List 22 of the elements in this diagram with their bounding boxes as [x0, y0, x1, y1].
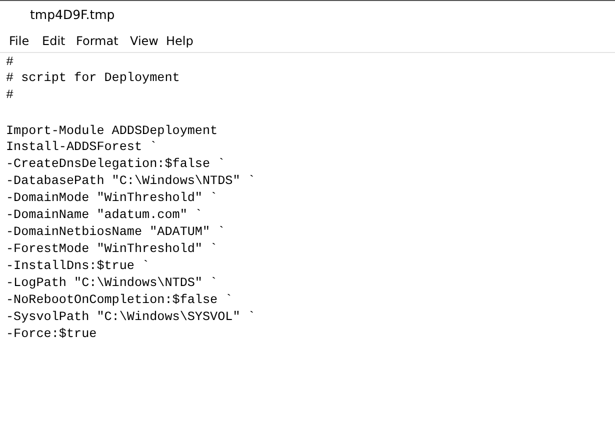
code-line: Import-Module ADDSDeployment	[6, 124, 218, 139]
menu-item: Help	[166, 34, 194, 48]
code-line: -CreateDnsDelegation:$false `	[6, 157, 226, 172]
code-line: #	[6, 88, 14, 103]
code-line: -Force:$true	[6, 327, 97, 342]
code-line: -InstallDns:$true `	[6, 259, 150, 274]
code-line: -SysvolPath "C:\Windows\SYSVOL" `	[6, 310, 256, 325]
code-line: -DomainMode "WinThreshold" `	[6, 191, 218, 206]
code-line: #	[6, 55, 14, 70]
code-line: -DomainNetbiosName "ADATUM" `	[6, 225, 226, 240]
window-title: tmp4D9F.tmp	[30, 7, 115, 22]
code-line: -LogPath "C:\Windows\NTDS" `	[6, 276, 218, 291]
code-line: -DatabasePath "C:\Windows\NTDS" `	[6, 174, 256, 189]
menu-item: File	[9, 34, 30, 48]
menu-item: View	[130, 34, 158, 48]
code-line: -ForestMode "WinThreshold" `	[6, 242, 218, 257]
code-line: Install-ADDSForest `	[6, 140, 158, 155]
menu-item: Edit	[42, 34, 66, 48]
code-line: -DomainName "adatum.com" `	[6, 208, 202, 223]
code-line: -NoRebootOnCompletion:$false `	[6, 293, 233, 308]
menu-item: Format	[76, 34, 118, 48]
code-line: # script for Deployment	[6, 71, 180, 86]
